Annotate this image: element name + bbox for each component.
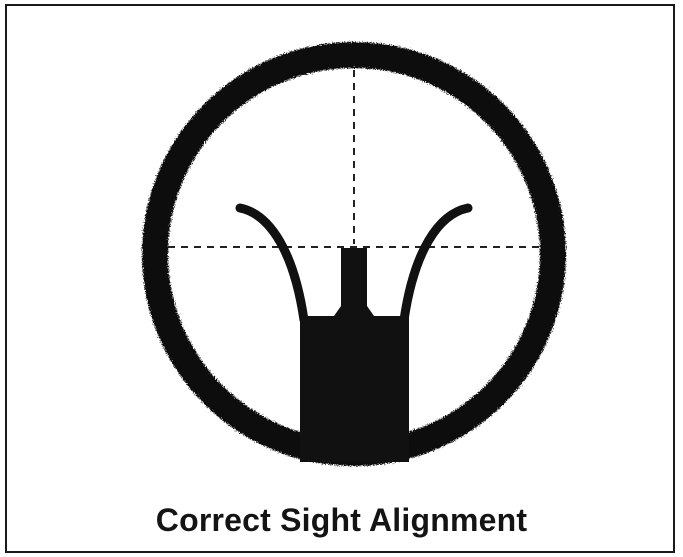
front-sight-base	[300, 420, 409, 462]
figure-caption: Correct Sight Alignment	[0, 500, 683, 540]
left-ear	[240, 208, 304, 320]
right-ear	[404, 208, 468, 320]
